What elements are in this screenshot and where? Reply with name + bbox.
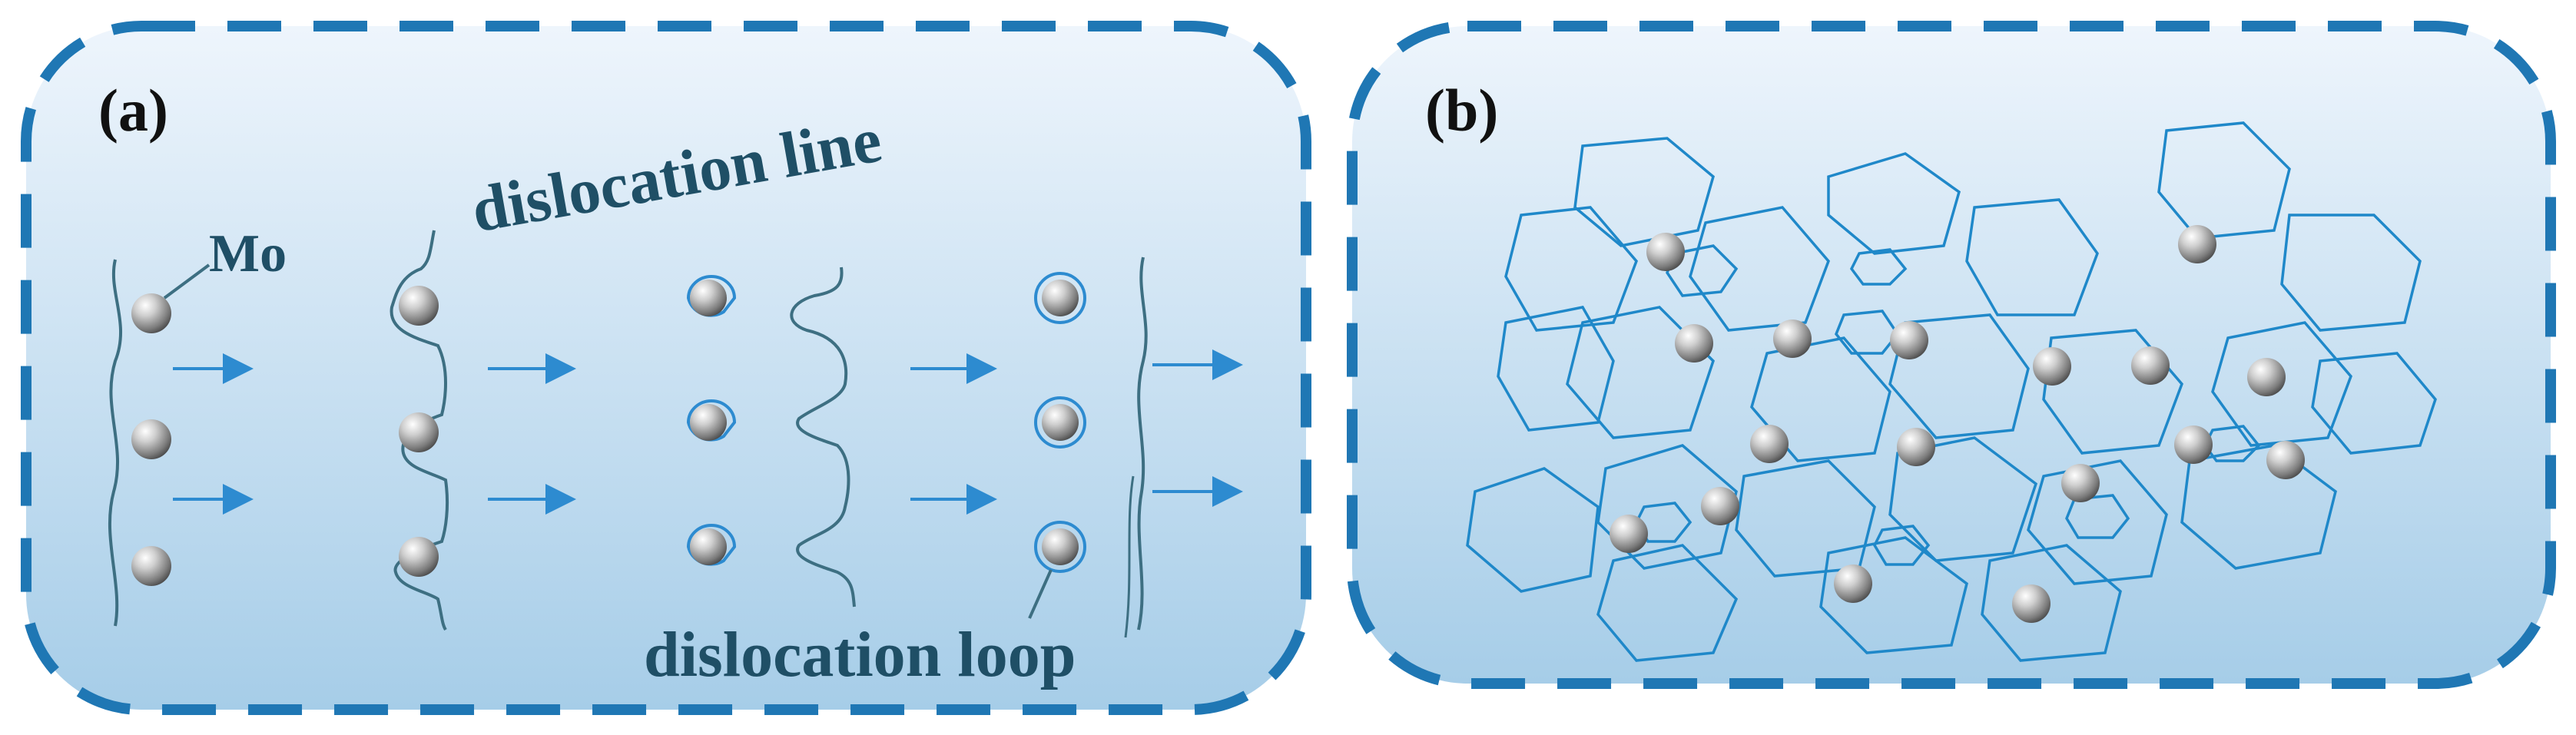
grain <box>2042 329 2184 455</box>
mo-particle <box>1773 319 1812 358</box>
mo-particle <box>131 293 171 333</box>
grain <box>1596 544 1739 662</box>
dislocation-loop <box>1034 521 1086 573</box>
grain <box>1873 525 1931 566</box>
dislocation-line-straight <box>1137 257 1148 631</box>
panel-a-frame <box>21 21 1311 715</box>
mo-particle <box>1610 515 1648 553</box>
panel-b-label: (b) <box>1425 77 1498 144</box>
mo-particle <box>1897 428 1935 466</box>
dislocation-line-passing <box>790 267 856 608</box>
mo-particle <box>1042 528 1079 565</box>
mo-particle <box>2178 225 2216 263</box>
loop-leader-line <box>1028 569 1053 619</box>
grain <box>2280 214 2422 332</box>
grain <box>1888 313 2030 439</box>
mo-particle <box>2033 347 2071 386</box>
dislocation-loop <box>1034 396 1086 449</box>
panel-a-label: (a) <box>98 77 168 144</box>
mo-particle <box>2061 464 2100 502</box>
panel-b-frame <box>1347 21 2556 689</box>
panel-b: (b) <box>1347 21 2556 689</box>
mo-particle <box>1750 425 1789 463</box>
grain <box>1666 244 1739 297</box>
grain <box>2311 352 2437 455</box>
dislocation-line-bowing <box>390 230 449 631</box>
mo-particle <box>2174 425 2213 464</box>
mo-particle <box>2247 358 2286 396</box>
dislocation-line-straight <box>1124 475 1135 638</box>
grain <box>1504 206 1639 332</box>
grain <box>1596 444 1738 570</box>
mo-particle <box>1042 404 1079 441</box>
mo-particles <box>1610 225 2305 623</box>
stage-1: Mo <box>108 224 287 627</box>
grain-network <box>1466 121 2437 662</box>
grain <box>1497 306 1615 432</box>
mo-particle <box>131 546 171 586</box>
mo-particle <box>399 412 439 452</box>
mo-particle <box>399 537 439 577</box>
grain <box>2211 321 2353 447</box>
grain <box>1566 306 1716 439</box>
grain <box>1819 536 1968 654</box>
grain <box>1750 336 1891 462</box>
mo-particle <box>1042 280 1079 316</box>
mo-particle <box>2131 346 2170 385</box>
mo-particle <box>1701 487 1739 525</box>
mo-particle <box>2012 584 2051 623</box>
dislocation-line-straight <box>108 259 122 627</box>
grain <box>1827 152 1961 255</box>
dislocation-loop <box>1034 272 1086 324</box>
grain <box>1965 198 2099 316</box>
mo-label: Mo <box>209 224 287 283</box>
mo-particle <box>690 528 727 565</box>
mo-particle <box>1890 321 1928 359</box>
grain <box>2065 494 2130 539</box>
grain <box>1466 467 1600 593</box>
mo-particle <box>1646 233 1685 271</box>
grain <box>1689 206 1831 332</box>
mo-particle <box>131 419 171 459</box>
mo-particle <box>690 404 727 441</box>
grain <box>2027 459 2168 585</box>
grain <box>1981 544 2122 662</box>
panel-a: (a) Mo dislocation line <box>21 21 1311 715</box>
mo-particle <box>1834 564 1872 603</box>
grain <box>1849 248 1908 286</box>
grain <box>2157 121 2291 240</box>
dislocation-loop-label: dislocation loop <box>644 619 1076 690</box>
grain <box>1573 137 1715 247</box>
mo-particle <box>690 280 727 316</box>
stage-3 <box>686 267 856 608</box>
stage-4: dislocation loop <box>644 257 1148 690</box>
mo-particle <box>399 286 439 326</box>
grain <box>1834 310 1900 355</box>
mo-particle <box>2266 441 2305 479</box>
mo-particle <box>1675 324 1713 363</box>
grain <box>1888 436 2038 562</box>
mo-leader-line <box>163 263 211 300</box>
